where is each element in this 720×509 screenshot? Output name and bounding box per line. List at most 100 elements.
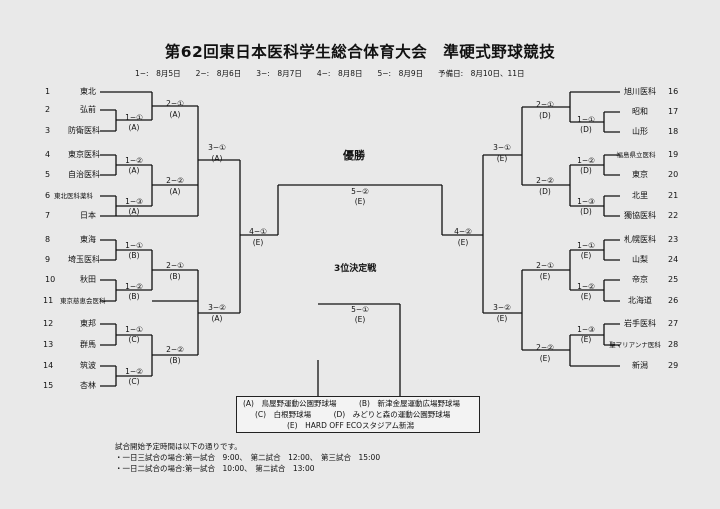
team-number: 22 bbox=[668, 211, 679, 220]
match-venue: (A) bbox=[128, 207, 140, 216]
team-name: 東海 bbox=[80, 235, 96, 244]
team-name: 群馬 bbox=[80, 340, 96, 349]
match-round: 2−① bbox=[536, 100, 554, 109]
match-round: 2−② bbox=[166, 345, 184, 354]
team-name: 杏林 bbox=[80, 381, 96, 390]
match-round: 1−② bbox=[125, 282, 143, 291]
team-name: 東北 bbox=[80, 87, 96, 96]
match-venue: (E) bbox=[580, 251, 592, 260]
team-name: 聖マリアンナ医科 bbox=[609, 341, 661, 349]
team-number: 1 bbox=[45, 87, 51, 96]
team-name: 北海道 bbox=[628, 296, 652, 305]
match-round: 1−① bbox=[577, 241, 595, 250]
match-round: 1−③ bbox=[577, 325, 595, 334]
venue-line: (C) 白根野球場 (D) みどりと森の運動公園野球場 bbox=[255, 410, 451, 419]
match-venue: (A) bbox=[211, 154, 223, 163]
match-round: 2−① bbox=[166, 261, 184, 270]
team-number: 8 bbox=[45, 235, 51, 244]
team-number: 15 bbox=[43, 381, 54, 390]
match-venue: (E) bbox=[539, 354, 551, 363]
third-place-label: 3位決定戦 bbox=[334, 264, 377, 274]
match-round: 1−① bbox=[125, 113, 143, 122]
match-venue: (C) bbox=[128, 377, 140, 386]
team-name: 筑波 bbox=[80, 361, 96, 370]
team-number: 19 bbox=[668, 150, 679, 159]
team-number: 13 bbox=[43, 340, 54, 349]
match-round: 3−② bbox=[493, 303, 511, 312]
match-venue: (A) bbox=[128, 123, 140, 132]
team-name: 札幌医科 bbox=[624, 235, 656, 244]
team-number: 7 bbox=[45, 211, 51, 220]
schedule-dates: 1−: 8月5日 2−: 8月6日 3−: 8月7日 4−: 8月8日 5−: … bbox=[135, 69, 525, 78]
match-round: 1−① bbox=[125, 241, 143, 250]
match-venue: (D) bbox=[580, 207, 592, 216]
team-number: 23 bbox=[668, 235, 679, 244]
match-venue: (C) bbox=[128, 335, 140, 344]
team-name: 帝京 bbox=[632, 275, 648, 284]
match-round: 4−① bbox=[249, 227, 267, 236]
team-name: 東京慈恵会医科 bbox=[60, 297, 106, 305]
match-round: 1−③ bbox=[577, 197, 595, 206]
team-name: 東邦 bbox=[80, 319, 96, 328]
match-venue: (E) bbox=[496, 154, 508, 163]
team-name: 弘前 bbox=[80, 105, 96, 114]
match-round: 1−② bbox=[577, 156, 595, 165]
team-name: 秋田 bbox=[80, 275, 96, 284]
team-name: 埼玉医科 bbox=[68, 255, 100, 264]
match-round: 1−① bbox=[125, 325, 143, 334]
venue-line: (A) 鳥屋野運動公園野球場 (B) 新津金屋運動広場野球場 bbox=[243, 399, 460, 408]
team-name: 東京 bbox=[632, 170, 648, 179]
team-number: 11 bbox=[43, 296, 54, 305]
match-venue: (A) bbox=[211, 314, 223, 323]
match-round: 2−② bbox=[536, 176, 554, 185]
match-venue: (D) bbox=[580, 166, 592, 175]
schedule-note: ・一日二試合の場合:第一試合 10:00、 第二試合 13:00 bbox=[115, 464, 315, 473]
match-venue: (B) bbox=[169, 272, 181, 281]
match-venue: (B) bbox=[128, 251, 140, 260]
team-number: 3 bbox=[45, 126, 51, 135]
match-round: 4−② bbox=[454, 227, 472, 236]
team-name: 獨協医科 bbox=[624, 211, 656, 220]
match-venue: (E) bbox=[539, 272, 551, 281]
team-number: 21 bbox=[668, 191, 679, 200]
team-name: 昭和 bbox=[632, 107, 648, 116]
team-number: 10 bbox=[45, 275, 56, 284]
match-round: 2−① bbox=[166, 99, 184, 108]
championship-label: 優勝 bbox=[343, 149, 365, 162]
match-venue: (A) bbox=[169, 110, 181, 119]
match-venue: (D) bbox=[539, 111, 551, 120]
match-venue: (E) bbox=[496, 314, 508, 323]
team-number: 12 bbox=[43, 319, 54, 328]
match-venue: (A) bbox=[128, 166, 140, 175]
schedule-note: ・一日三試合の場合:第一試合 9:00、 第二試合 12:00、 第三試合 15… bbox=[115, 453, 381, 462]
final-venue: (E) bbox=[354, 197, 366, 206]
team-number: 29 bbox=[668, 361, 679, 370]
team-name: 自治医科 bbox=[68, 170, 100, 179]
match-round: 1−② bbox=[125, 156, 143, 165]
third-place-round: 5−① bbox=[351, 305, 369, 314]
match-round: 2−① bbox=[536, 261, 554, 270]
team-name: 新潟 bbox=[632, 361, 648, 370]
match-venue: (D) bbox=[580, 125, 592, 134]
team-name: 北里 bbox=[632, 191, 648, 200]
team-number: 20 bbox=[668, 170, 679, 179]
match-round: 2−② bbox=[166, 176, 184, 185]
third-place-venue: (E) bbox=[354, 315, 366, 324]
team-name: 福島県立医科 bbox=[616, 151, 656, 159]
team-name: 岩手医科 bbox=[624, 319, 656, 328]
match-venue: (E) bbox=[457, 238, 469, 247]
team-number: 6 bbox=[45, 191, 51, 200]
team-number: 9 bbox=[45, 255, 51, 264]
team-name: 旭川医科 bbox=[624, 87, 656, 96]
venue-legend: (A) 鳥屋野運動公園野球場 (B) 新津金屋運動広場野球場 (C) 白根野球場… bbox=[236, 396, 480, 433]
team-name: 日本 bbox=[80, 211, 96, 220]
match-round: 1−② bbox=[577, 282, 595, 291]
match-round: 3−① bbox=[208, 143, 226, 152]
venue-line: (E) HARD OFF ECOスタジアム新潟 bbox=[287, 421, 415, 430]
match-venue: (E) bbox=[252, 238, 264, 247]
team-number: 14 bbox=[43, 361, 54, 370]
team-name: 山形 bbox=[632, 127, 648, 136]
match-round: 2−② bbox=[536, 343, 554, 352]
